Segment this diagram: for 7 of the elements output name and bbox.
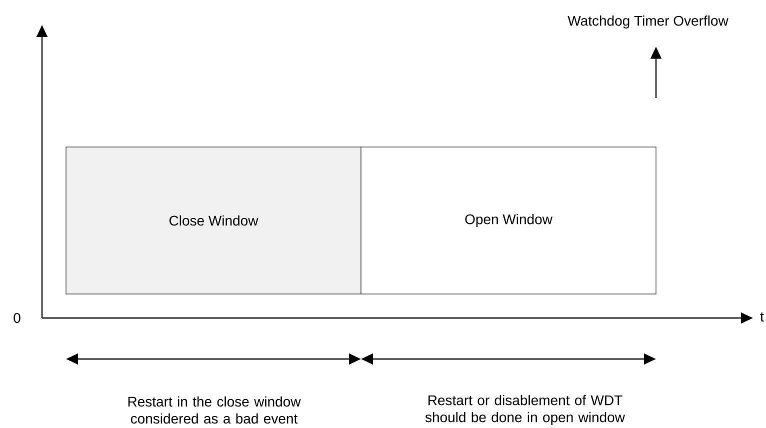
axis-label: t — [760, 312, 764, 322]
event-label: Watchdog Timer Overflow — [568, 15, 728, 29]
description-text: Restart in the close window considered as a bad event — [128, 396, 301, 424]
description-text: Restart or disablement of WDT should be done in open window — [425, 394, 625, 425]
axis-label: 0 — [14, 313, 20, 323]
window-box: Open Window — [360, 146, 656, 294]
window-box: Close Window — [66, 146, 362, 294]
